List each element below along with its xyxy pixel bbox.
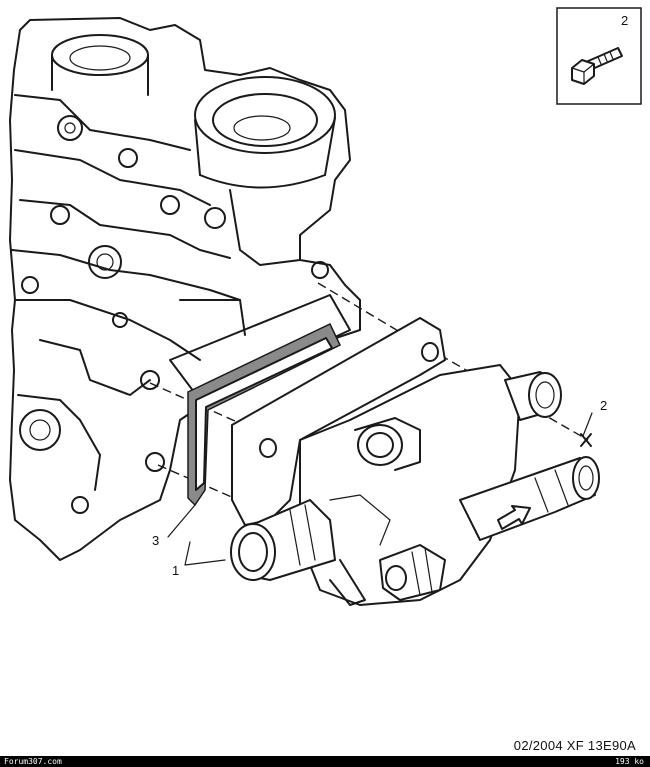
gasket bbox=[187, 322, 341, 507]
footer-file-size: 193 ko bbox=[615, 757, 644, 766]
callout-gasket-number: 3 bbox=[152, 533, 159, 548]
fastener-location-cross bbox=[580, 433, 592, 447]
fastener-inset: 2 bbox=[556, 7, 642, 105]
thermostat-housing bbox=[230, 317, 600, 606]
bolt-icon bbox=[571, 47, 623, 85]
callout-housing-number: 1 bbox=[172, 563, 179, 578]
leader-lines bbox=[167, 412, 593, 566]
inset-part-number: 2 bbox=[621, 13, 628, 28]
footer-site-name: Forum307.com bbox=[4, 757, 62, 766]
footer-bar bbox=[0, 756, 650, 767]
drawing-reference: 02/2004 XF 13E90A bbox=[513, 738, 636, 753]
callout-fastener-number: 2 bbox=[600, 398, 607, 413]
engine-block bbox=[9, 17, 361, 561]
